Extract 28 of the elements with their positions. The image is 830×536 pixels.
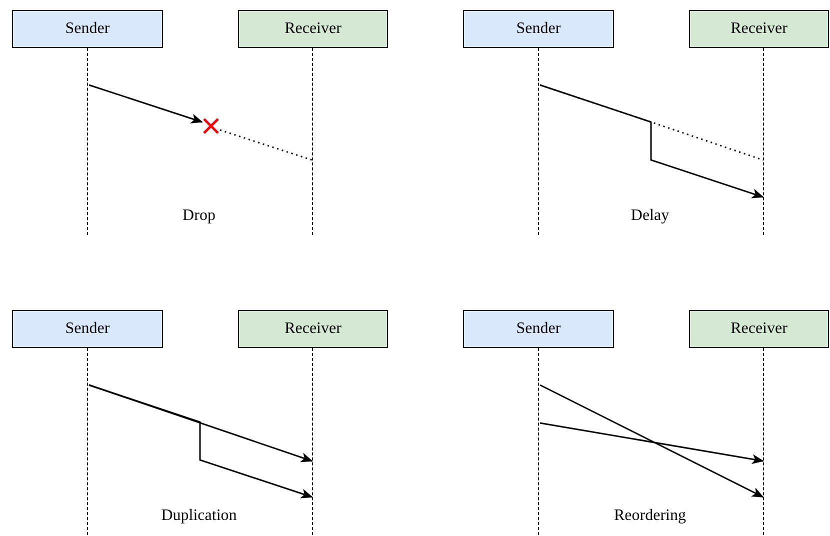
connector-line xyxy=(220,129,312,161)
cross-icon xyxy=(202,117,220,135)
arrow xyxy=(88,384,313,498)
arrow xyxy=(540,422,764,464)
lifeline xyxy=(312,48,314,235)
participant-box: Receiver xyxy=(689,310,829,348)
participant-box: Receiver xyxy=(689,10,829,48)
participant-box: Receiver xyxy=(238,310,388,348)
panel-caption: Delay xyxy=(630,207,670,225)
lifeline xyxy=(763,348,765,535)
participant-box: Receiver xyxy=(238,10,388,48)
participant-box: Sender xyxy=(463,10,614,48)
connector-line xyxy=(540,84,764,161)
panel-caption: Reordering xyxy=(614,507,686,525)
arrow xyxy=(88,84,203,124)
arrow xyxy=(540,384,764,498)
lifeline xyxy=(763,48,765,235)
lifeline xyxy=(312,348,314,535)
panel-caption: Duplication xyxy=(161,507,237,525)
lifeline xyxy=(87,48,89,235)
lifeline xyxy=(87,348,89,535)
lifeline xyxy=(538,348,540,535)
lifeline xyxy=(538,48,540,235)
arrow xyxy=(540,84,764,198)
participant-box: Sender xyxy=(12,10,163,48)
participant-box: Sender xyxy=(12,310,163,348)
panel-caption: Drop xyxy=(182,207,216,225)
participant-box: Sender xyxy=(463,310,614,348)
